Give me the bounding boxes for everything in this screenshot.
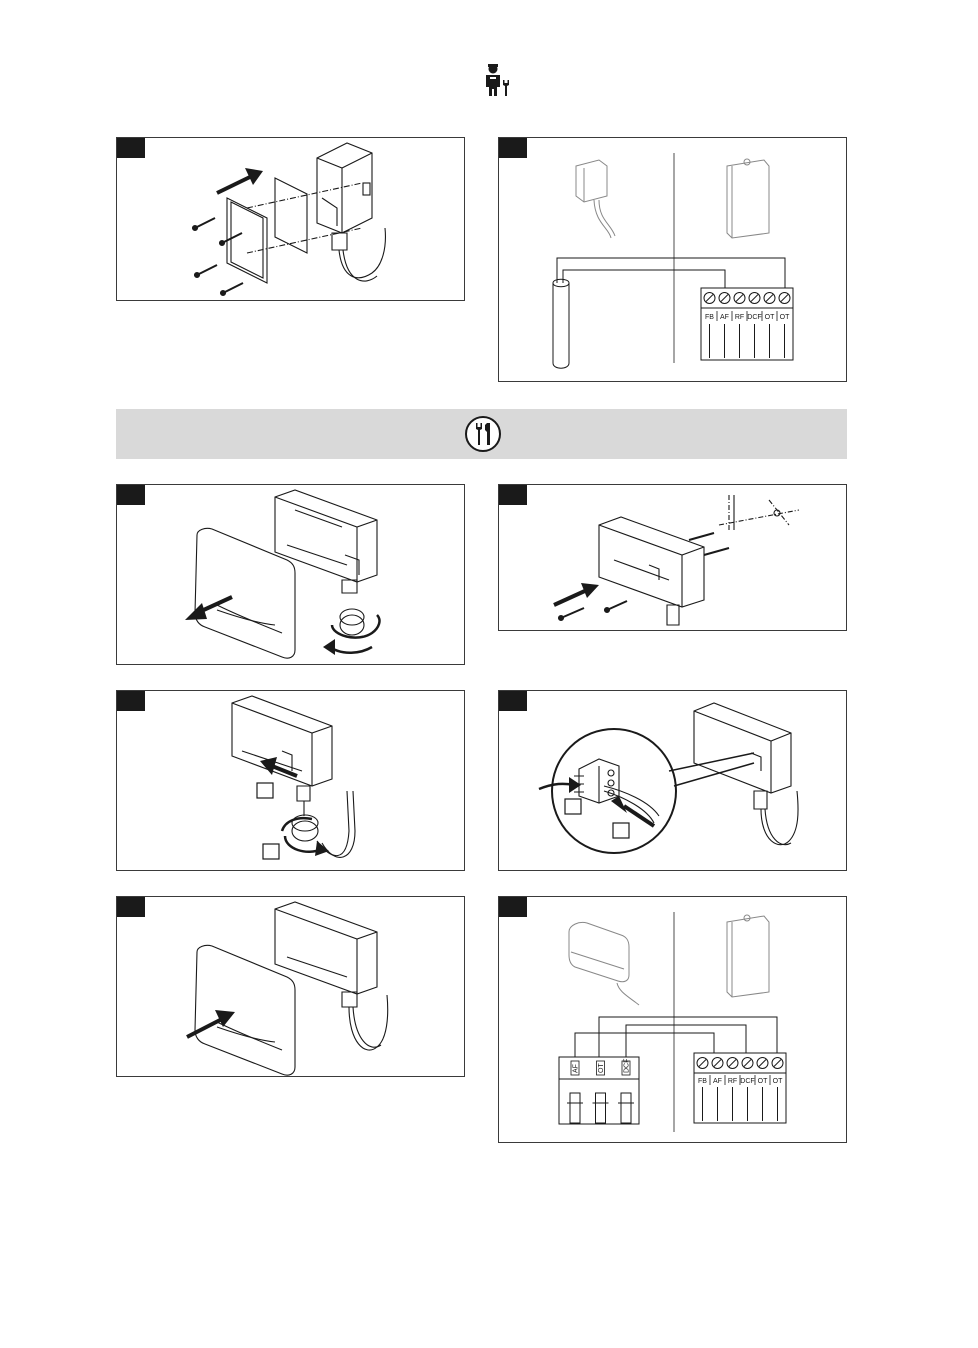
terminal-screw: [704, 293, 715, 304]
connector-detail-illustration: [499, 691, 848, 872]
panel-cover-mounting: [116, 137, 465, 301]
terminal-screw: [742, 1058, 753, 1069]
step-box-1: [257, 783, 273, 798]
terminal-screws: [704, 293, 790, 304]
terminal-label: OT: [765, 314, 775, 321]
terminal-screw: [712, 1058, 723, 1069]
wall-mounting-illustration: [499, 485, 848, 632]
terminal-label: OT: [773, 1078, 783, 1085]
terminal-label: AF: [713, 1078, 722, 1085]
panel-wall-mounting: [498, 484, 847, 631]
step-box-2: [613, 823, 629, 838]
remove-cover-illustration: [117, 485, 466, 666]
terminal-screws: [697, 1058, 783, 1069]
terminal-screw: [772, 1058, 783, 1069]
installer-icon: [484, 63, 510, 97]
terminal-screw: [757, 1058, 768, 1069]
panel-refit-cover: [116, 896, 465, 1077]
terminal-screw: [697, 1058, 708, 1069]
panel-remove-cover: [116, 484, 465, 665]
terminal-label: AF: [720, 314, 729, 321]
terminal-label: RF: [735, 314, 744, 321]
room-unit-terminal-label: DCF: [624, 1059, 631, 1073]
refit-cover-illustration: [117, 897, 466, 1078]
tools-icon: [463, 414, 503, 454]
room-unit-terminals: AF OT DCF: [567, 1059, 634, 1123]
terminal-screw: [779, 293, 790, 304]
terminal-label: OT: [780, 314, 790, 321]
terminal-label: DCF: [740, 1078, 754, 1085]
cable-insertion-illustration: [117, 691, 466, 872]
room-unit-terminal-label: AF: [573, 1064, 580, 1073]
room-unit-terminal: OT: [593, 1061, 609, 1123]
terminal-screw: [734, 293, 745, 304]
terminal-screw: [764, 293, 775, 304]
room-unit-terminal: DCF: [618, 1059, 634, 1123]
cover-mounting-illustration: [117, 138, 466, 302]
room-unit-terminal: AF: [567, 1061, 583, 1123]
terminal-label: FB: [705, 314, 714, 321]
step-box-2: [263, 844, 279, 859]
terminal-label: FB: [698, 1078, 707, 1085]
panel-cable-insertion: [116, 690, 465, 871]
step-box-1: [565, 799, 581, 814]
terminal-label: RF: [728, 1078, 737, 1085]
terminal-label: OT: [758, 1078, 768, 1085]
terminal-screw: [719, 293, 730, 304]
room-unit-terminal-label: OT: [598, 1063, 605, 1073]
panel-connector-detail: [498, 690, 847, 871]
terminal-label: DCF: [747, 314, 761, 321]
terminal-screw: [727, 1058, 738, 1069]
terminal-screw: [749, 293, 760, 304]
